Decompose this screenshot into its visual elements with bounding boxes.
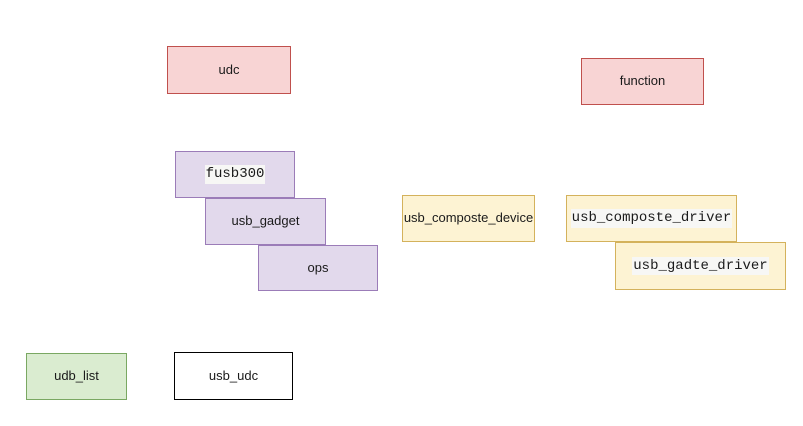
node-label: function [619, 73, 666, 89]
node-usb_udc[interactable]: usb_udc [174, 352, 293, 400]
node-label: usb_udc [208, 367, 259, 383]
node-usb_gadte_driver[interactable]: usb_gadte_driver [615, 242, 786, 290]
node-label: udc [218, 61, 240, 77]
node-label: usb_gadget [231, 213, 300, 229]
node-label: udb_list [54, 368, 99, 384]
node-label: fusb300 [204, 165, 266, 184]
node-label: usb_composte_driver [570, 209, 733, 228]
node-usb_composte_driver[interactable]: usb_composte_driver [566, 195, 737, 242]
node-ops[interactable]: ops [258, 245, 378, 291]
node-udb_list[interactable]: udb_list [26, 353, 127, 400]
node-usb_composte_device[interactable]: usb_composte_device [402, 195, 535, 242]
node-label: ops [307, 259, 329, 275]
node-fusb300[interactable]: fusb300 [175, 151, 295, 198]
node-usb_gadget[interactable]: usb_gadget [205, 198, 326, 245]
node-label: usb_gadte_driver [632, 256, 769, 276]
node-label: usb_composte_device [403, 210, 534, 226]
node-udc[interactable]: udc [167, 46, 291, 94]
node-function[interactable]: function [581, 58, 704, 105]
